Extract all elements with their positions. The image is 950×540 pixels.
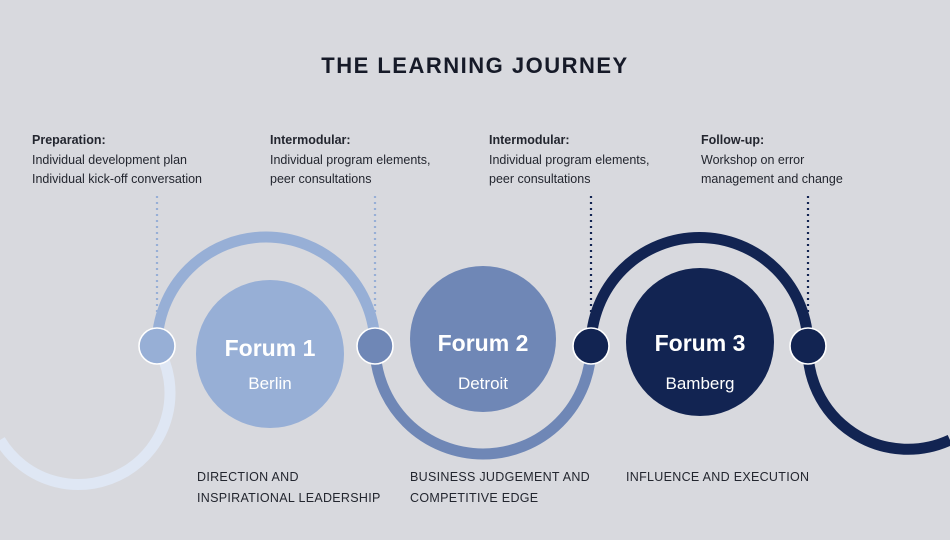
phase-line: peer consultations bbox=[270, 172, 372, 186]
forum-3-circle bbox=[626, 268, 774, 416]
forum-2: Forum 2 Detroit bbox=[410, 266, 556, 412]
phase-preparation: Preparation: Individual development plan… bbox=[32, 131, 202, 190]
phase-intermodular-2: Intermodular: Individual program element… bbox=[489, 131, 650, 190]
phase-heading: Intermodular: bbox=[270, 133, 351, 147]
forum-1-city: Berlin bbox=[248, 374, 291, 393]
phase-line: Individual development plan bbox=[32, 152, 187, 167]
phase-follow-up: Follow-up: Workshop on error management … bbox=[701, 131, 843, 190]
phase-line: Individual program elements, bbox=[270, 152, 431, 167]
wave-segment-end bbox=[802, 345, 950, 455]
theme-line: DIRECTION AND bbox=[197, 470, 299, 484]
wave-segment-2 bbox=[369, 345, 597, 460]
node-1 bbox=[138, 327, 176, 365]
node-4 bbox=[789, 327, 827, 365]
theme-line: INFLUENCE AND EXECUTION bbox=[626, 470, 810, 484]
page-title: THE LEARNING JOURNEY bbox=[321, 53, 629, 78]
phase-line: Individual program elements, bbox=[489, 152, 650, 167]
phase-line: Individual kick-off conversation bbox=[32, 172, 202, 186]
phase-intermodular-1: Intermodular: Individual program element… bbox=[270, 131, 431, 190]
forum-1: Forum 1 Berlin bbox=[196, 280, 344, 428]
theme-line: COMPETITIVE EDGE bbox=[410, 491, 539, 505]
forum-3: Forum 3 Bamberg bbox=[626, 268, 774, 416]
forum-2-city: Detroit bbox=[458, 374, 508, 393]
wave-segment-1 bbox=[151, 231, 381, 347]
phase-heading: Preparation: bbox=[32, 133, 106, 147]
node-3 bbox=[572, 327, 610, 365]
phase-line: management and change bbox=[701, 172, 843, 186]
forum-2-name: Forum 2 bbox=[438, 330, 529, 356]
theme-forum-3: INFLUENCE AND EXECUTION bbox=[626, 467, 809, 488]
theme-forum-1: DIRECTION AND INSPIRATIONAL LEADERSHIP bbox=[197, 467, 381, 509]
phase-heading: Follow-up: bbox=[701, 133, 765, 147]
forum-2-circle bbox=[410, 266, 556, 412]
phase-line: Workshop on error bbox=[701, 152, 805, 167]
phase-line: peer consultations bbox=[489, 172, 591, 186]
node-2 bbox=[356, 327, 394, 365]
forum-3-city: Bamberg bbox=[666, 374, 735, 393]
phase-heading: Intermodular: bbox=[489, 133, 570, 147]
theme-line: BUSINESS JUDGEMENT AND bbox=[410, 470, 591, 484]
forum-3-name: Forum 3 bbox=[655, 330, 746, 356]
wave-segment-3 bbox=[585, 232, 814, 347]
forum-1-circle bbox=[196, 280, 344, 428]
theme-forum-2: BUSINESS JUDGEMENT AND COMPETITIVE EDGE bbox=[410, 467, 590, 509]
theme-line: INSPIRATIONAL LEADERSHIP bbox=[197, 491, 381, 505]
wave-segment-start bbox=[0, 343, 176, 490]
forum-1-name: Forum 1 bbox=[225, 335, 316, 361]
